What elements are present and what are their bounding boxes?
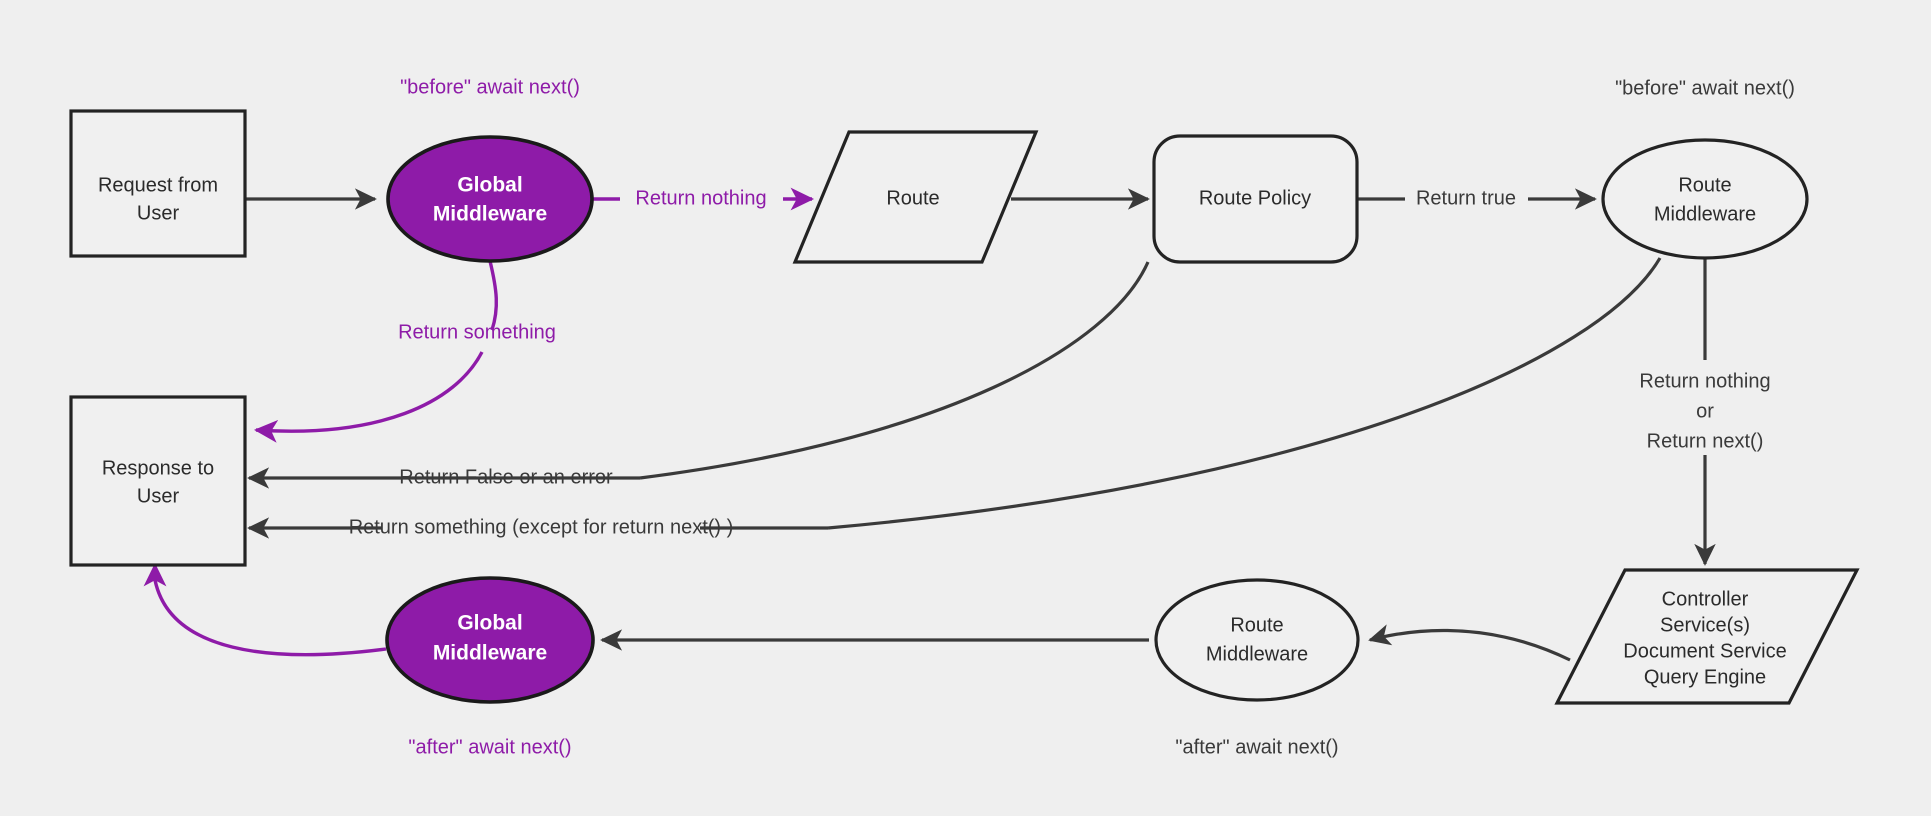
node-response-to-user[interactable]: Response to User xyxy=(69,395,247,567)
node-request-from-user[interactable]: Request from User xyxy=(69,109,247,258)
route-middleware-bottom-label-line2: Middleware xyxy=(1206,643,1308,665)
node-global-middleware-bottom[interactable]: Global Middleware xyxy=(385,576,595,704)
global-middleware-top-label-line2: Middleware xyxy=(433,203,547,226)
controller-label-line3: Document Service xyxy=(1623,640,1786,662)
edge-controller-to-route-middleware-bottom xyxy=(1368,624,1571,662)
node-route[interactable]: Route xyxy=(792,130,1039,264)
node-route-middleware-top[interactable]: Route Middleware xyxy=(1601,138,1809,260)
node-controller[interactable]: Controller Service(s) Document Service Q… xyxy=(1554,568,1860,705)
route-label: Route xyxy=(886,187,939,209)
edge-label-return-something-global: Return something xyxy=(398,321,556,343)
annotation-after-await-next-global: "after" await next() xyxy=(408,736,571,758)
route-shape xyxy=(792,130,1039,264)
route-policy-shape xyxy=(1152,134,1359,264)
edge-global-bottom-to-response-curve xyxy=(153,579,387,657)
global-middleware-bottom-label-line2: Middleware xyxy=(433,642,547,665)
route-middleware-top-label-line2: Middleware xyxy=(1654,203,1756,225)
node-route-middleware-bottom[interactable]: Route Middleware xyxy=(1154,578,1360,702)
annotation-after-await-next-route: "after" await next() xyxy=(1175,736,1338,758)
annotation-before-await-next-route: "before" await next() xyxy=(1615,77,1795,99)
request-from-user-shape xyxy=(69,109,247,258)
request-from-user-label-line1: Request from xyxy=(98,174,218,196)
edge-label-route-mw-return-nothing-line3: Return next() xyxy=(1647,430,1764,452)
edge-global-middleware-to-response xyxy=(253,351,484,443)
annotation-before-await-next-global: "before" await next() xyxy=(400,76,580,98)
controller-label-line2: Service(s) xyxy=(1660,614,1750,636)
edge-policy-to-response-curve xyxy=(639,261,1150,480)
response-to-user-shape xyxy=(69,395,247,567)
node-global-middleware-top[interactable]: Global Middleware xyxy=(386,135,594,263)
route-middleware-top-shape xyxy=(1601,138,1809,260)
controller-shape xyxy=(1554,568,1860,705)
response-to-user-label-line1: Response to xyxy=(102,457,214,479)
route-middleware-top-label-line1: Route xyxy=(1678,174,1731,196)
response-to-user-label-line2: User xyxy=(137,485,180,507)
global-middleware-top-label-line1: Global xyxy=(457,174,522,197)
edge-label-route-mw-return-nothing-line1: Return nothing xyxy=(1639,370,1770,392)
edge-label-return-true: Return true xyxy=(1416,187,1516,209)
edge-global-return-something-stub xyxy=(488,260,499,331)
global-middleware-bottom-label-line1: Global xyxy=(457,612,522,635)
route-policy-label: Route Policy xyxy=(1199,187,1311,209)
edge-routemw-to-response-curve xyxy=(827,257,1662,530)
node-route-policy[interactable]: Route Policy xyxy=(1152,134,1359,264)
global-middleware-top-shape xyxy=(386,135,594,263)
controller-label-line4: Query Engine xyxy=(1644,666,1766,688)
edge-label-return-nothing-global: Return nothing xyxy=(635,187,766,209)
edge-label-return-something-except-next: Return something (except for return next… xyxy=(349,516,734,538)
route-middleware-bottom-label-line1: Route xyxy=(1230,614,1283,636)
controller-label-line1: Controller xyxy=(1662,588,1749,610)
request-from-user-label-line2: User xyxy=(137,202,180,224)
edge-label-route-mw-return-nothing-line2: or xyxy=(1696,400,1714,422)
route-middleware-bottom-shape xyxy=(1154,578,1360,702)
edge-label-return-false-or-error: Return False or an error xyxy=(399,466,613,488)
global-middleware-bottom-shape xyxy=(385,576,595,704)
